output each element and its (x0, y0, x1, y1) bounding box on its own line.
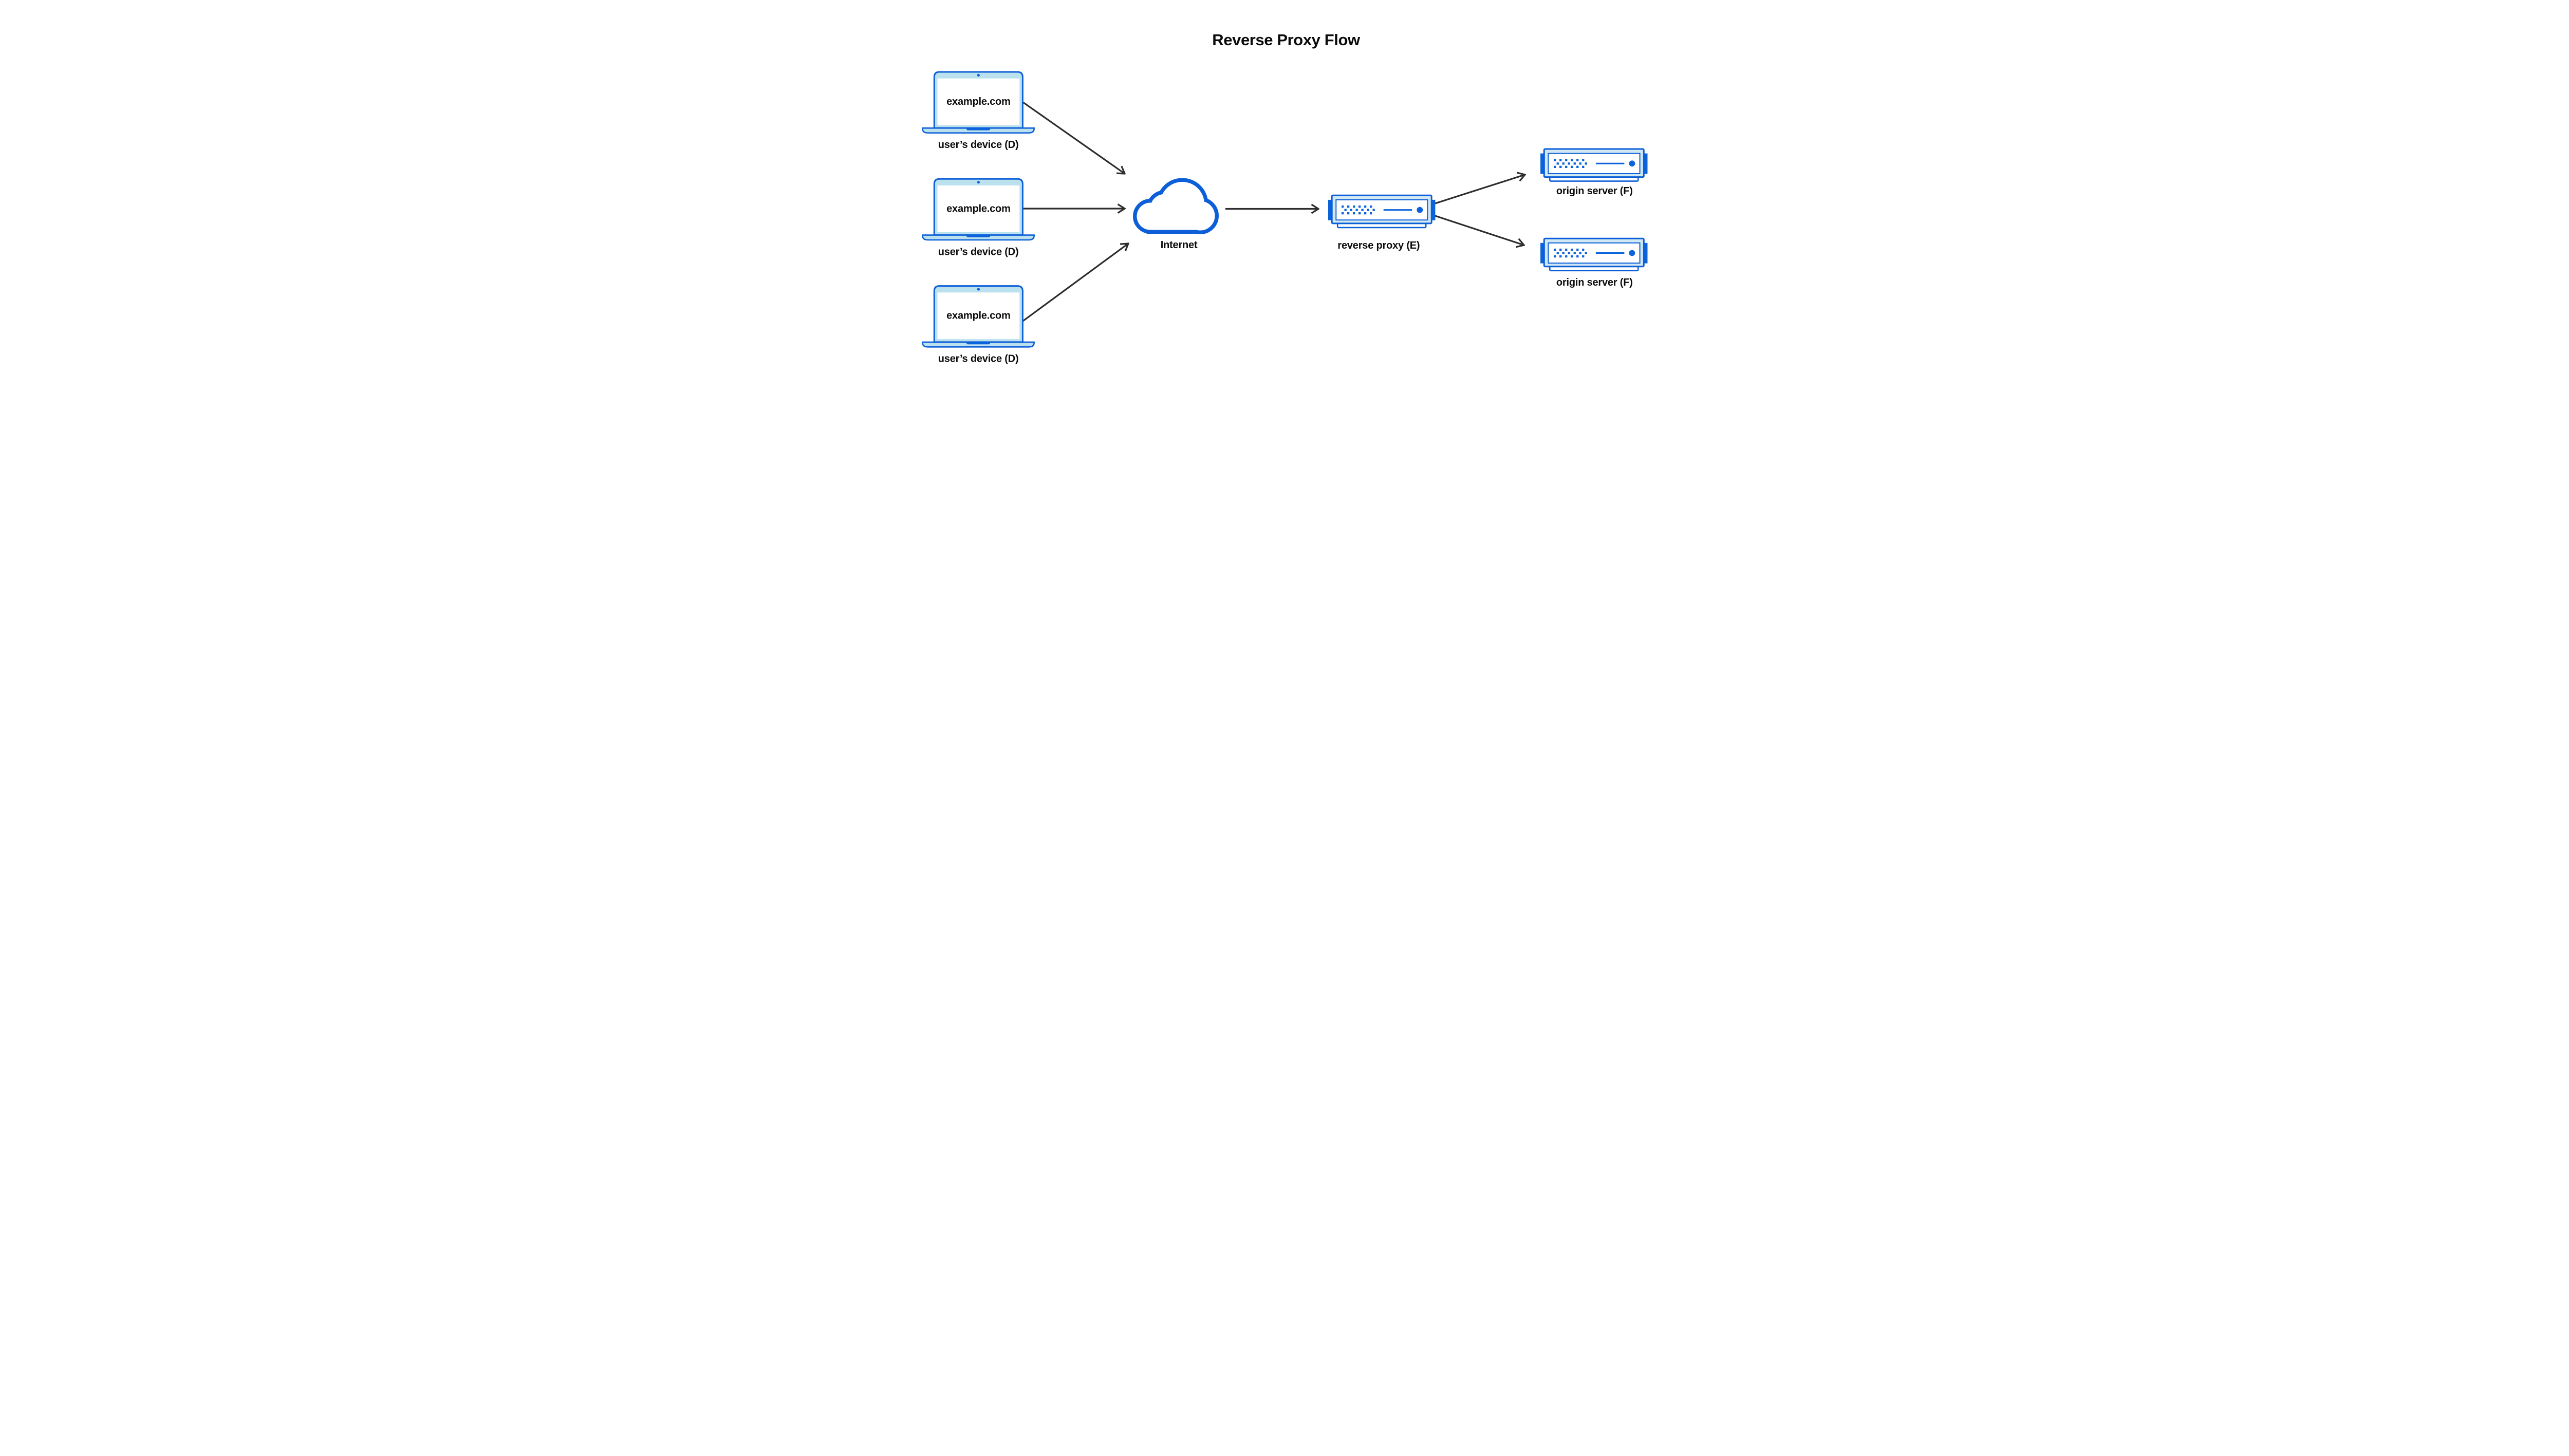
diagram-canvas: Reverse Proxy Flow example.com user’s de… (882, 0, 1687, 403)
edge-proxy-origin1 (1435, 175, 1525, 204)
origin-server-label: origin server (F) (1556, 185, 1632, 197)
device-node-2: example.com user’s device (D) (921, 178, 1035, 257)
device-screen-text: example.com (946, 310, 1011, 322)
origin-server-label: origin server (F) (1556, 277, 1632, 288)
reverse-proxy-label: reverse proxy (E) (1337, 240, 1420, 251)
device-label: user’s device (D) (938, 353, 1018, 365)
internet-node: Internet (1132, 178, 1219, 251)
device-screen-text: example.com (946, 203, 1011, 214)
reverse-proxy-flow-diagram: Reverse Proxy Flow example.com user’s de… (921, 31, 1648, 365)
device-label: user’s device (D) (938, 246, 1018, 257)
origin-server-node-1: origin server (F) (1539, 148, 1648, 197)
device-node-3: example.com user’s device (D) (921, 285, 1035, 365)
edge-device1-internet (1022, 101, 1125, 174)
diagram-title: Reverse Proxy Flow (1212, 31, 1361, 49)
edge-device3-internet (1020, 244, 1128, 323)
device-label: user’s device (D) (938, 139, 1018, 151)
internet-label: Internet (1160, 239, 1197, 251)
origin-server-node-2: origin server (F) (1539, 237, 1648, 288)
device-node-1: example.com user’s device (D) (921, 71, 1035, 151)
device-screen-text: example.com (946, 96, 1011, 107)
reverse-proxy-node: reverse proxy (E) (1327, 194, 1436, 251)
server-icon (1327, 194, 1436, 229)
edges (1020, 101, 1525, 323)
cloud-icon (1132, 178, 1219, 234)
server-icon (1539, 237, 1648, 272)
server-icon (1539, 148, 1648, 182)
edge-proxy-origin2 (1434, 215, 1524, 245)
